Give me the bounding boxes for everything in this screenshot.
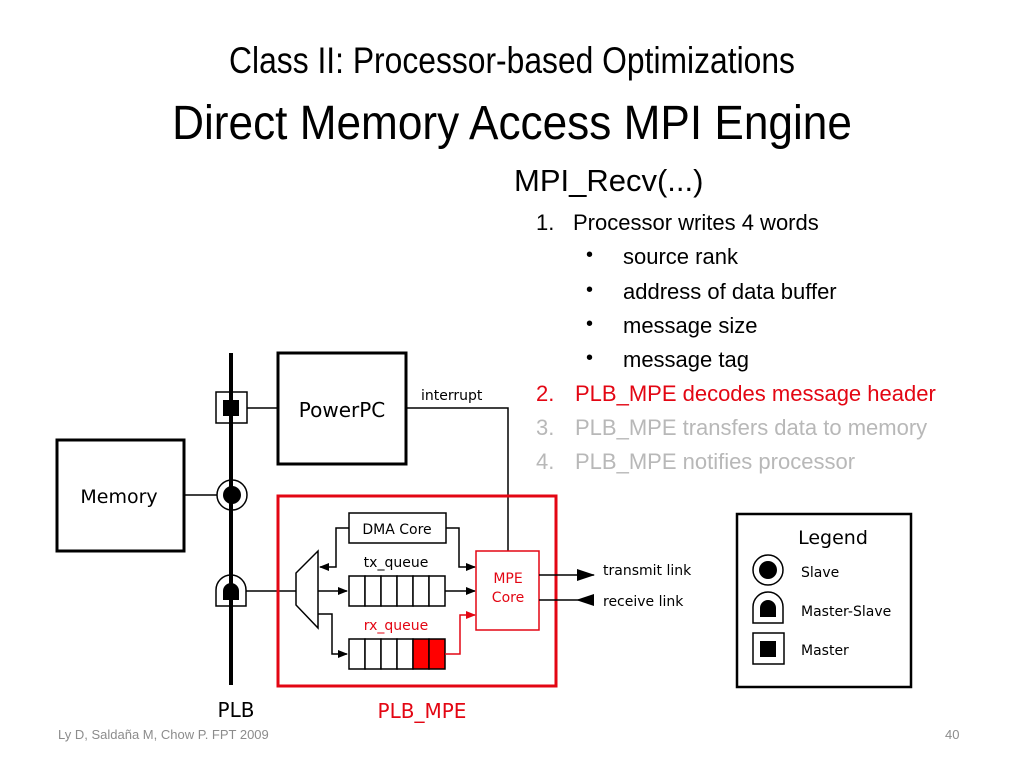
transmit-arrow-icon [577,569,595,581]
legend-label-master-slave: Master-Slave [801,604,891,620]
master-icon [752,632,785,665]
queue-slot-filled [412,638,430,670]
memory-label: Memory [80,486,157,508]
bullet-icon: • [586,279,594,301]
powerpc-block [276,351,408,466]
queue-slot-empty [364,638,382,670]
interrupt-line [406,407,509,551]
sub-bullet-text: message size [623,313,758,338]
mpe-core-label-line2: Core [492,590,524,606]
rx-queue [348,638,446,670]
queue-slot-empty [380,575,398,607]
slide-title-line2: Direct Memory Access MPI Engine [172,97,852,150]
queue-slot-empty [396,575,414,607]
step-text: PLB_MPE notifies processor [575,449,856,474]
tx-queue [348,575,446,607]
queue-slot-empty [364,575,382,607]
legend-title: Legend [798,527,868,549]
dma-to-mpe-arrow [446,527,476,571]
slave-icon [216,479,248,511]
page-number: 40 [945,727,960,742]
rx-queue-label: rx_queue [364,618,429,634]
memory-block [55,438,186,553]
queue-slot-empty [348,575,366,607]
queue-slot-empty [396,638,414,670]
receive-link-label: receive link [603,594,684,610]
interrupt-label: interrupt [421,388,483,404]
bullet-icon: • [586,244,594,266]
queue-slot-empty [380,638,398,670]
tx-queue-label: tx_queue [364,555,429,571]
sub-bullet-text: source rank [623,244,738,269]
legend: Legend Slave Master-Slave Master [735,512,913,689]
footer-citation: Ly D, Saldaña M, Chow P. FPT 2009 [58,727,269,742]
mux-to-rxq-arrow [318,613,348,658]
transmit-link-label: transmit link [603,563,692,579]
rxq-to-mpe-arrow [445,611,476,655]
dma-core-block [348,512,447,544]
powerpc-label: PowerPC [299,398,386,422]
legend-label-master: Master [801,643,849,659]
bullet-icon: • [586,313,594,335]
mpi-recv-heading: MPI_Recv(...) [514,163,704,198]
plb-mpe-label: PLB_MPE [378,699,467,723]
mpe-core-block [475,550,540,631]
queue-slot-empty [428,575,446,607]
dma-core-label: DMA Core [362,522,431,538]
mpe-core-label-line1: MPE [493,571,522,587]
step-text: PLB_MPE transfers data to memory [575,415,928,440]
dma-to-mux-arrow [319,527,349,571]
queue-slot-filled [428,638,446,670]
slide-title-line1: Class II: Processor-based Optimizations [229,40,795,81]
step-number: 3. [536,415,555,440]
step-text: PLB_MPE decodes message header [575,381,936,406]
bullet-icon: • [586,347,594,369]
slave-icon [752,554,784,586]
plb-label: PLB [218,698,255,722]
legend-label-slave: Slave [801,565,839,581]
step-number: 1. [536,210,555,235]
queue-slot-empty [348,638,366,670]
sub-bullet-text: message tag [623,347,749,372]
master-slave-icon [752,591,784,624]
step-text: Processor writes 4 words [573,210,819,235]
sub-bullet-text: address of data buffer [623,279,837,304]
master-icon [215,391,248,424]
plb-mpe-block [276,494,558,688]
mux-block [295,549,319,630]
receive-arrow-icon [576,594,594,606]
master-slave-icon [215,574,247,607]
queue-slot-empty [412,575,430,607]
step-number: 4. [536,449,555,474]
step-number: 2. [536,381,555,406]
